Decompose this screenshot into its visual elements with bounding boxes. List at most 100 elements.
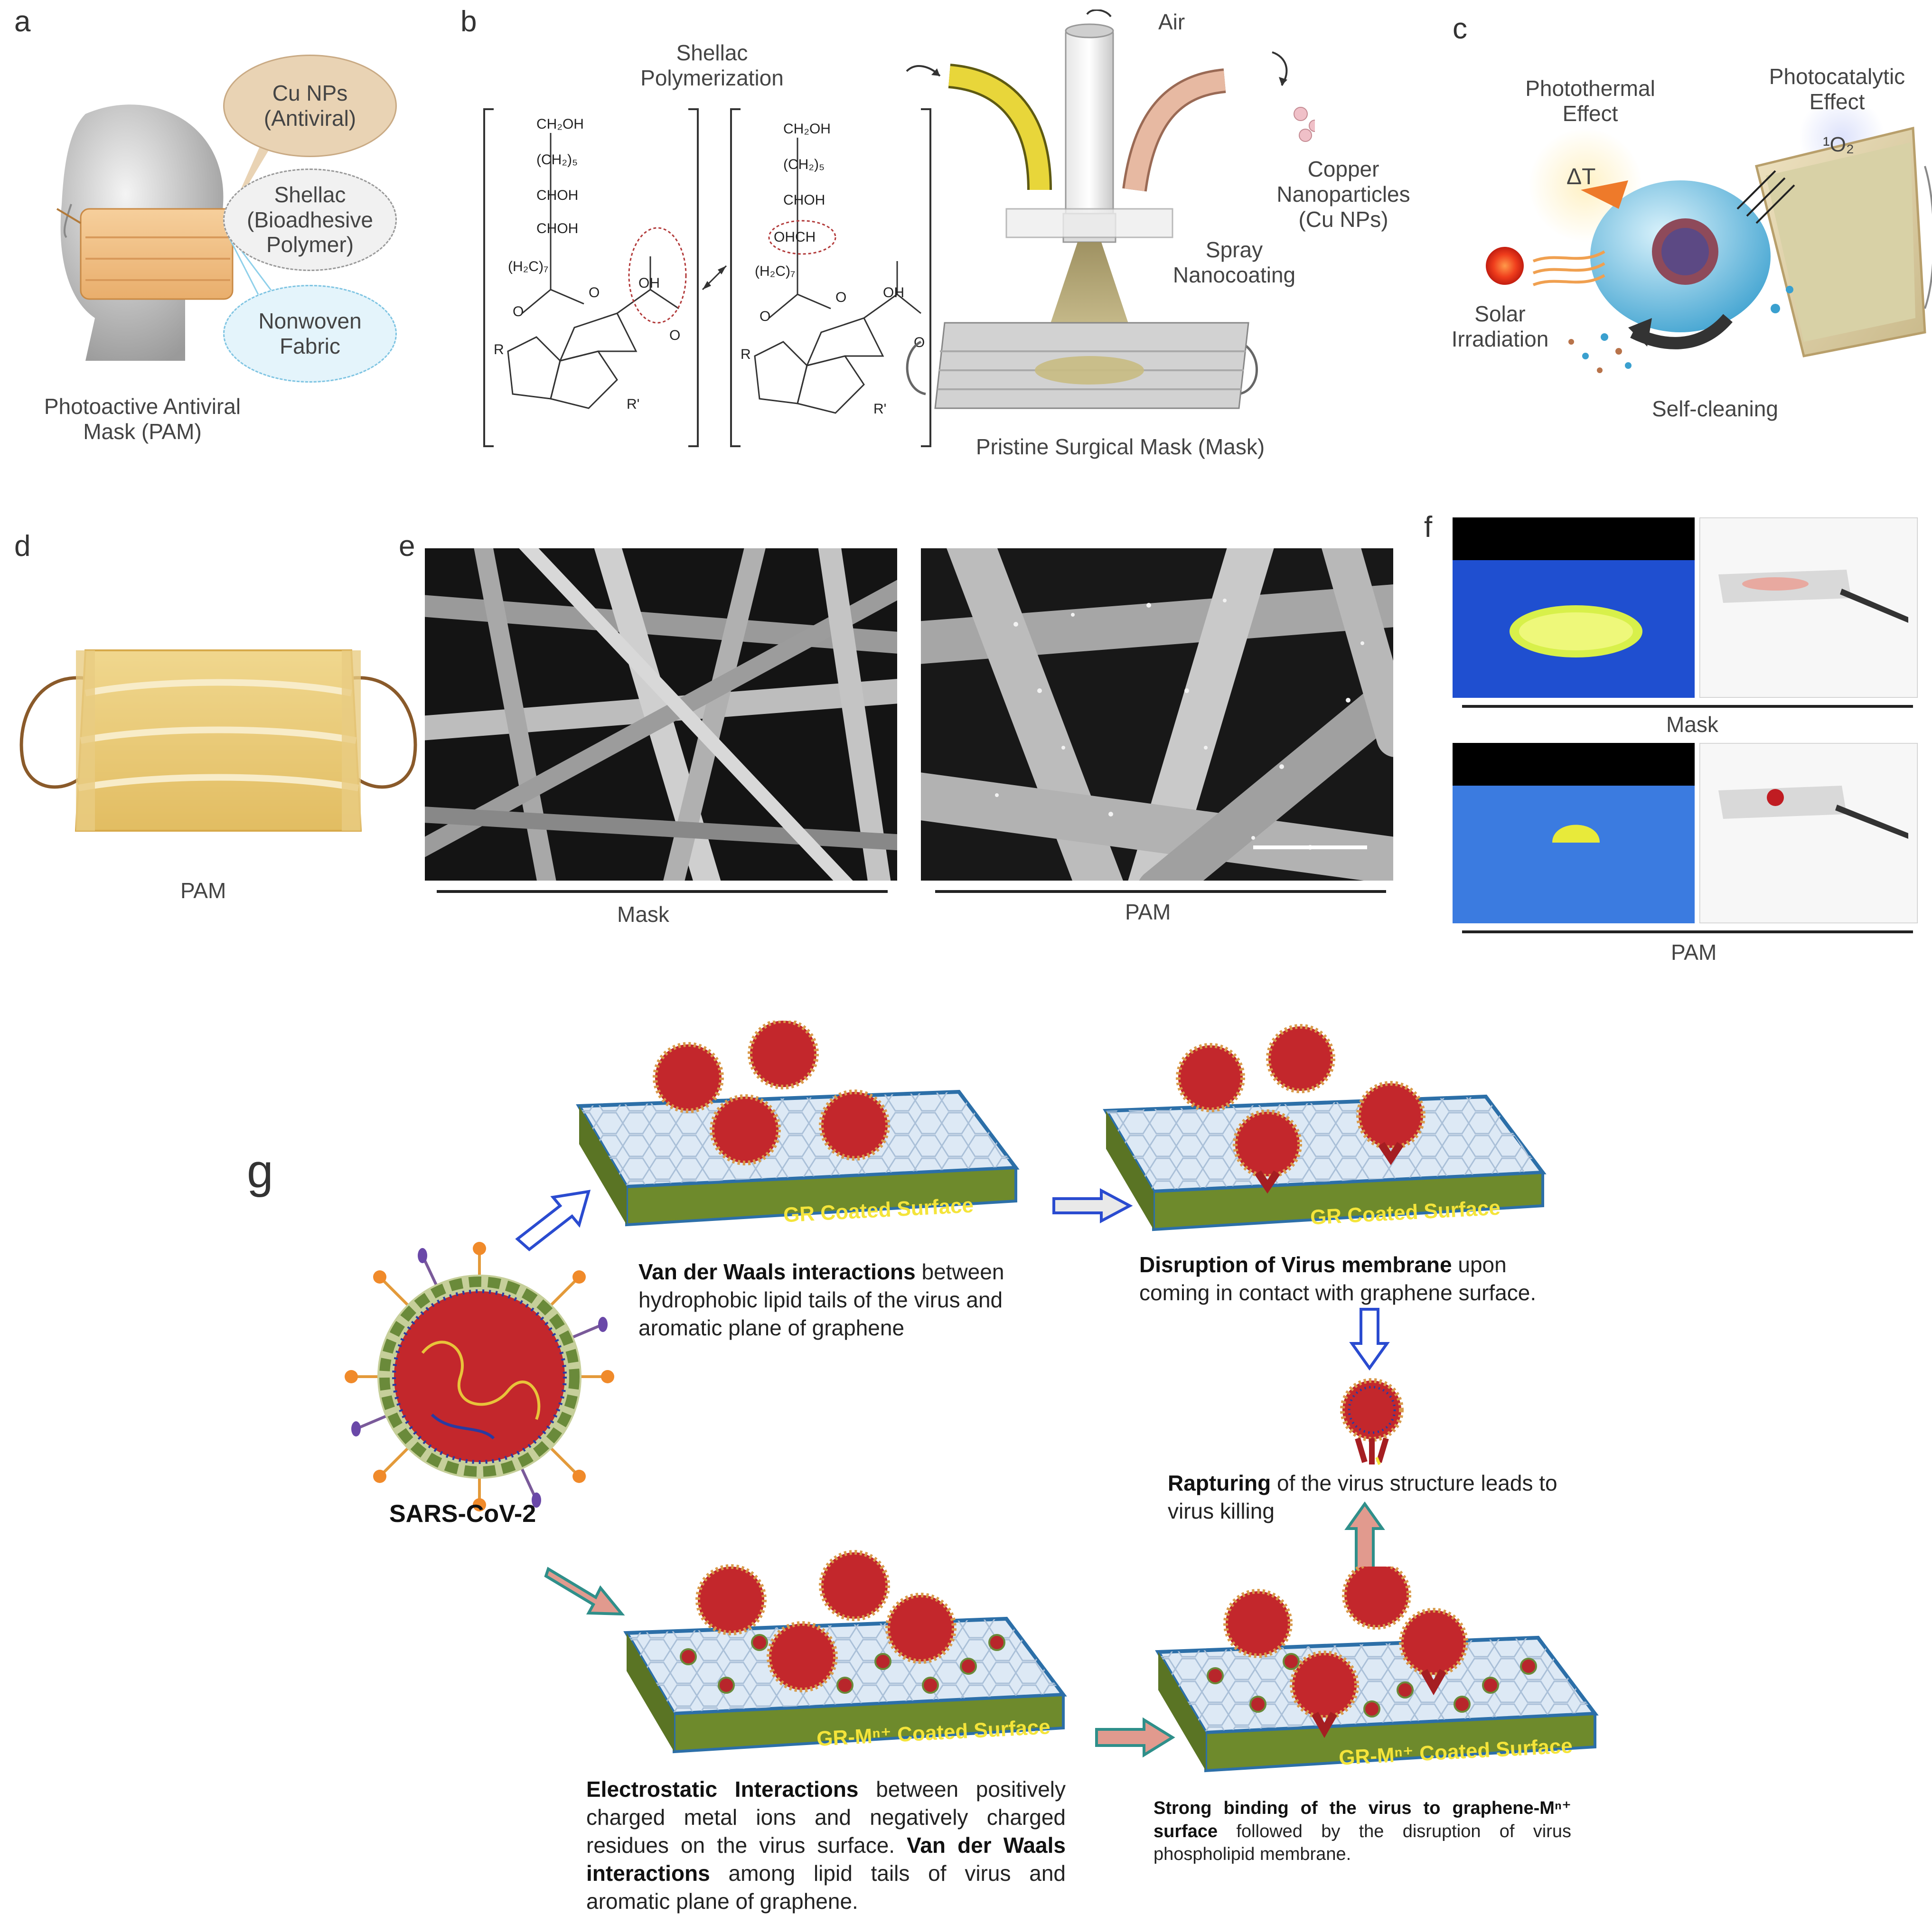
chem-r-right: R	[741, 347, 751, 362]
droplet-on-mask-photo	[1699, 517, 1918, 698]
pam-sem-underline	[935, 890, 1386, 893]
rapturing-rest: of the virus structure leads to virus ki…	[1168, 1471, 1557, 1523]
panel-label-g: g	[247, 1145, 273, 1198]
sem-pam-caption: PAM	[1125, 900, 1171, 924]
solar-line2: Irradiation	[1451, 326, 1549, 351]
gr-coated-surface-2	[1103, 1024, 1547, 1231]
pristine-mask-label: Pristine Surgical Mask (Mask)	[975, 434, 1265, 459]
mannequin-head-illustration	[56, 104, 234, 361]
chem-o-left-2: O	[513, 304, 524, 319]
cu-nps-bubble: Cu NPs(Antiviral)	[223, 55, 397, 157]
sem-image-mask	[425, 548, 897, 881]
cu-nps-role: (Antiviral)	[263, 106, 356, 131]
chem-oh-left: OH	[638, 275, 660, 291]
pam-caption-line2: Mask (PAM)	[83, 419, 202, 444]
spray-nanocoating-apparatus	[906, 9, 1315, 409]
vdw-rest: between hydrophobic lipid tails of the v…	[638, 1259, 1004, 1340]
electro-rest: between positively charged metal ions an…	[586, 1777, 1066, 1858]
chem-ch2-5-left: (CH₂)₅	[536, 152, 578, 168]
droplet-on-pam-photo	[1699, 743, 1918, 923]
chem-choh-left-1: CHOH	[536, 188, 579, 203]
photocatalytic-line2: Effect	[1809, 89, 1865, 114]
chem-ch2-5-right: (CH₂)₅	[783, 157, 825, 172]
shellac-chemical-structures	[483, 108, 931, 447]
chem-r-left: R	[494, 342, 504, 357]
panel-label-b: b	[460, 5, 477, 38]
panel-label-a: a	[14, 5, 31, 38]
vdw-description: Van der Waals interactions between hydro…	[638, 1258, 1056, 1342]
singlet-oxygen-label: ¹O₂	[1823, 133, 1854, 156]
chem-o-left-1: O	[589, 285, 600, 300]
disruption-rest: upon coming in contact with graphene sur…	[1139, 1252, 1537, 1305]
chem-ch2oh-right: CH₂OH	[783, 121, 831, 137]
chem-rprime-left: R'	[627, 396, 640, 412]
contact-pam-caption: PAM	[1671, 940, 1717, 965]
gr-coated-surface-1	[576, 1021, 1020, 1227]
electro-bold: Electrostatic Interactions	[586, 1777, 859, 1802]
self-cleaning-label: Self-cleaning	[1652, 396, 1778, 421]
nonwoven-label: Nonwoven	[258, 309, 362, 334]
mask-sem-underline	[437, 890, 888, 893]
electro-rest2: among lipid tails of virus and aromatic …	[586, 1860, 1066, 1914]
shellac-role-2: Polymer)	[266, 232, 354, 257]
sem-image-pam	[921, 548, 1393, 881]
pam-photo-caption: PAM	[180, 878, 226, 903]
photothermal-line2: Effect	[1562, 101, 1618, 126]
strong-binding-description: Strong binding of the virus to graphene-…	[1154, 1797, 1571, 1866]
pam-caption-line1: Photoactive Antiviral	[44, 394, 241, 419]
copper-line1: Copper	[1307, 157, 1379, 181]
chem-h2c7-left: (H₂C)₇	[508, 259, 549, 274]
contact-angle-pam-photo	[1453, 743, 1695, 923]
sars-cov-2-virus-illustration	[345, 1242, 614, 1511]
mask-f-underline	[1462, 705, 1913, 708]
electro-bold2: Van der Waals interactions	[586, 1832, 1066, 1886]
strong-bold: Strong binding of the virus to graphene-…	[1154, 1798, 1571, 1841]
panel-label-f: f	[1424, 511, 1433, 544]
sem-mask-caption: Mask	[617, 902, 669, 927]
sars-cov-2-label: SARS-CoV-2	[389, 1500, 536, 1528]
panel-label-c: c	[1453, 12, 1467, 45]
rapturing-description: Rapturing of the virus structure leads t…	[1168, 1469, 1585, 1525]
electrostatic-description: Electrostatic Interactions between posit…	[586, 1775, 1066, 1915]
disruption-bold: Disruption of Virus membrane	[1139, 1252, 1452, 1277]
chem-choh-left-2: CHOH	[536, 221, 579, 236]
rapturing-bold: Rapturing	[1168, 1471, 1271, 1495]
arrow-to-gr-surface	[515, 1190, 591, 1251]
shellac-label: Shellac	[274, 182, 346, 207]
chem-choh-right: CHOH	[783, 192, 825, 208]
chem-o-right-1: O	[835, 290, 847, 305]
delta-t-label: ΔT	[1566, 164, 1596, 189]
disruption-description: Disruption of Virus membrane upon coming…	[1139, 1251, 1566, 1307]
contact-mask-caption: Mask	[1666, 712, 1718, 737]
grm-coated-surface-2	[1155, 1567, 1599, 1773]
panel-label-d: d	[14, 530, 31, 563]
copper-line2: Nanoparticles	[1276, 181, 1410, 206]
panel-label-e: e	[399, 530, 415, 563]
vdw-bold: Van der Waals interactions	[638, 1259, 916, 1284]
copper-line3: (Cu NPs)	[1298, 206, 1388, 232]
strong-rest: followed by the disruption of virus phos…	[1154, 1821, 1571, 1865]
arrow-to-grm-surface	[544, 1567, 625, 1616]
arrow-grm-to-strong-binding	[1095, 1717, 1175, 1758]
arrow-disruption-down	[1349, 1308, 1390, 1371]
photoactive-mechanism-illustration	[1486, 109, 1932, 373]
solar-line1: Solar	[1474, 301, 1526, 326]
nonwoven-role: Fabric	[280, 334, 340, 358]
grm-coated-surface-1	[623, 1550, 1067, 1754]
chem-oh-right: OH	[883, 285, 904, 300]
contact-angle-mask-photo	[1453, 517, 1695, 698]
chem-ohch-right: OHCH	[774, 229, 816, 245]
arrow-gr-to-disruption	[1052, 1188, 1133, 1223]
chem-h2c7-right: (H₂C)₇	[755, 263, 796, 279]
chem-o-left-3: O	[669, 328, 681, 343]
polymerization-line1: Shellac	[676, 40, 748, 65]
